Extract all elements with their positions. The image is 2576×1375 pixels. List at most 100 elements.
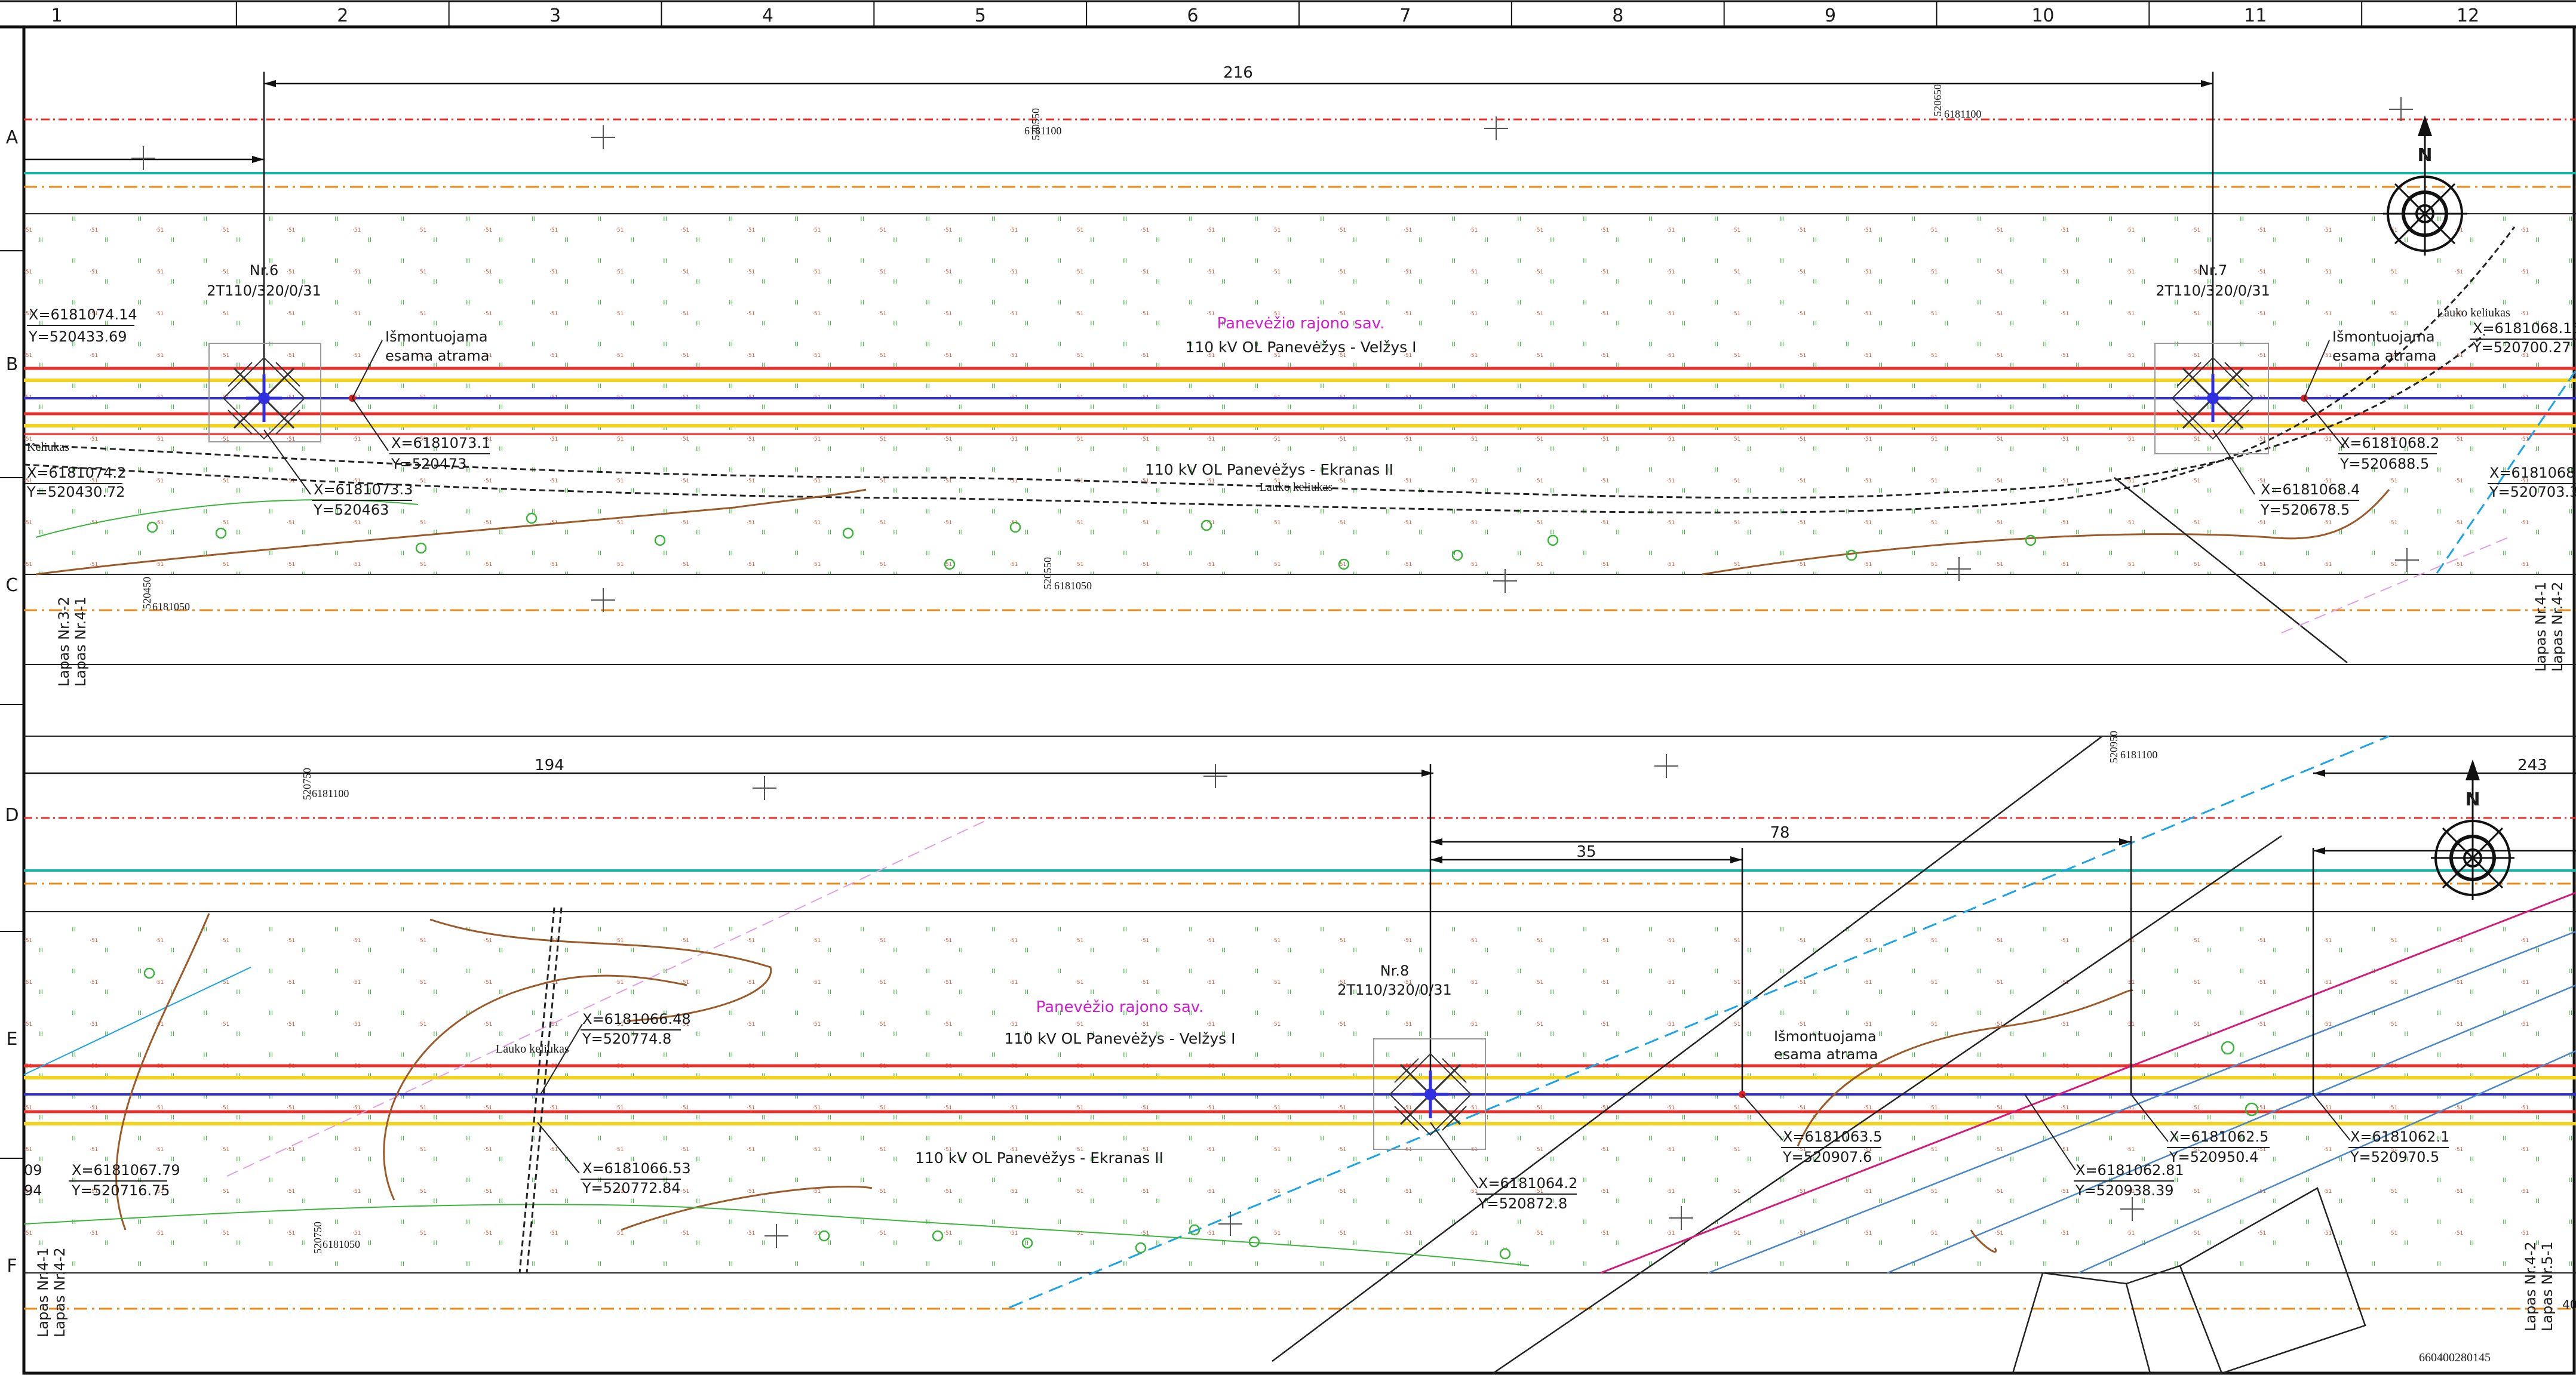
- lower-black-diagonal-1: [1272, 736, 2103, 1362]
- coord-y: Y=520970.5: [2350, 1149, 2439, 1165]
- dismantle-1-line1: Išmontuojama: [385, 328, 488, 345]
- coord-y: Y=520473: [391, 456, 466, 472]
- dim-216-text: 216: [1223, 64, 1253, 82]
- coord-y: Y=520938.39: [2075, 1182, 2174, 1199]
- lower-contour-1: [115, 913, 210, 1231]
- coord-x: X=6181073.1: [391, 435, 490, 451]
- tower-nr6-symbol: [222, 356, 306, 440]
- column-label: 6: [1187, 5, 1199, 26]
- upper-road-label: Lauko keliukas: [1260, 481, 1333, 494]
- column-label: 9: [1825, 5, 1836, 26]
- coord-y: Y=520678.5: [2260, 502, 2350, 518]
- dismantle-2-line2: esama atrama: [2332, 347, 2436, 364]
- sheet-ref-left-3: Lapas Nr.4-1: [35, 1247, 51, 1337]
- coord-y: Y=520950.4: [2169, 1149, 2258, 1165]
- lower-blue-diagonal-3: [2078, 1050, 2576, 1274]
- lower-grid-mark: 6181050: [323, 1238, 360, 1250]
- sheet-ref-left-1: Lapas Nr.3-2: [56, 596, 72, 687]
- tower-nr7-symbol: [2171, 356, 2255, 440]
- upper-coordinates: X=6181074.14 Y=520433.69 X=6181074.2 Y=5…: [25, 306, 2576, 518]
- sheet-ref-left-2: Lapas Nr.4-1: [72, 596, 89, 687]
- tower-nr6-type: 2T110/320/0/31: [207, 282, 321, 299]
- upper-road-edge-2: [23, 226, 2516, 513]
- lower-panel: 194 35 78 243 520750 6181100 520950 6181…: [23, 731, 2576, 1374]
- coord-x: X=6181074.2: [27, 465, 126, 481]
- lower-grass-area: [24, 913, 2574, 1272]
- coord-x: X=6181068.01: [2489, 465, 2576, 481]
- upper-line-label-1: 110 kV OL Panevėžys - Velžys I: [1185, 339, 1416, 356]
- column-label: 5: [975, 5, 986, 26]
- column-label: 3: [549, 5, 561, 26]
- upper-grid-mark-vertical: 520550: [1042, 557, 1054, 589]
- column-label: 10: [2031, 5, 2054, 26]
- lower-cyan-left: [23, 967, 251, 1075]
- upper-contour-1: [35, 488, 867, 576]
- tower-nr8: Nr.8 2T110/320/0/31: [1337, 962, 1486, 1150]
- row-label: C: [6, 575, 19, 596]
- drawing-code: 660400280145: [2419, 1351, 2491, 1364]
- upper-grid-mark: 6181050: [152, 601, 190, 613]
- column-label: 7: [1399, 5, 1411, 26]
- coord-x: X=6181063.5: [1783, 1128, 1882, 1145]
- upper-grid-mark-vertical: 520550: [1030, 108, 1042, 140]
- lower-building: [2012, 1187, 2366, 1374]
- north-letter: N: [2417, 145, 2432, 166]
- lower-crosshairs: [753, 754, 2144, 1248]
- lower-line-label-2: 110 kV OL Panevėžys - Ekranas II: [915, 1149, 1163, 1167]
- tower-nr7-name: Nr.7: [2199, 262, 2228, 279]
- upper-line-label-2: 110 kV OL Panevėžys - Ekranas II: [1145, 461, 1393, 478]
- north-arrow-icon: N: [2383, 115, 2467, 256]
- upper-crosshairs: [131, 97, 2419, 612]
- coord-x: X=6181064.2: [1478, 1175, 1577, 1192]
- coord-x: X=6181062.81: [2075, 1162, 2184, 1179]
- dismantle-2-line1: Išmontuojama: [2332, 328, 2435, 345]
- column-label: 11: [2244, 5, 2267, 26]
- coord-x: X=6181068.4: [2261, 481, 2360, 498]
- lower-black-diagonal-2: [1493, 835, 2282, 1374]
- row-separators: [0, 250, 24, 1159]
- coord-y: Y=520716.75: [71, 1182, 170, 1199]
- lower-contour-5: [1797, 989, 2133, 1147]
- north-letter: N: [2465, 789, 2480, 810]
- upper-grid-mark: 6181100: [1024, 125, 1061, 137]
- tower-nr6: Nr.6 2T110/320/0/31: [207, 262, 321, 442]
- dim-35-text: 35: [1576, 843, 1596, 861]
- dim-78-text: 78: [1770, 824, 1789, 842]
- lower-green-contour: [23, 1204, 1530, 1266]
- row-label: B: [6, 354, 19, 375]
- lower-cyan-dash-diagonal: [1009, 735, 2390, 1309]
- lower-blue-diagonal-2: [1887, 984, 2576, 1274]
- column-label: 4: [762, 5, 773, 26]
- lower-grid-mark: 6181100: [312, 788, 349, 799]
- sheet-ref-right-1: Lapas Nr.4-1: [2532, 582, 2549, 672]
- lower-pink-dash: [226, 817, 992, 1177]
- row-label: D: [5, 805, 19, 826]
- coord-y: Y=520703.34: [2489, 484, 2576, 500]
- sheet-ref-right-3: Lapas Nr.4-2: [2522, 1241, 2539, 1331]
- coord-x: X=6181068.16: [2473, 320, 2576, 337]
- dim-243-text: 243: [2517, 756, 2547, 774]
- lower-grid-mark-vertical: 520750: [301, 768, 313, 800]
- coord-x: X=6181066.48: [582, 1011, 691, 1028]
- tower-nr8-type: 2T110/320/0/31: [1337, 982, 1452, 998]
- sheet-ref-left-4: Lapas Nr.4-2: [51, 1247, 68, 1337]
- upper-contour-2: [1702, 489, 2390, 576]
- sheet-ref-right-2: Lapas Nr.4-2: [2549, 582, 2566, 672]
- coord-y: Y=520688.5: [2339, 456, 2429, 472]
- tower-nr8-symbol: [1389, 1053, 1472, 1136]
- dim-194-text: 194: [535, 756, 564, 774]
- upper-cyan-diagonal: [2436, 370, 2576, 574]
- lower-contour-3: [383, 974, 687, 1201]
- column-label: 8: [1612, 5, 1623, 26]
- lower-grid-mark-vertical: 520950: [2108, 731, 2120, 763]
- lower-contour-6: [1970, 1229, 1997, 1253]
- lower-coordinates: X=6181067.79 Y=520716.75 X=6181066.48 Y=…: [69, 1011, 2449, 1212]
- lower-contour-4: [621, 1186, 873, 1231]
- lower-line-label-1: 110 kV OL Panevėžys - Velžys I: [1004, 1030, 1235, 1047]
- tower-nr7-type: 2T110/320/0/31: [2156, 282, 2270, 299]
- lower-grid-mark-vertical: 520750: [312, 1222, 324, 1254]
- upper-diagonal: [2114, 477, 2348, 663]
